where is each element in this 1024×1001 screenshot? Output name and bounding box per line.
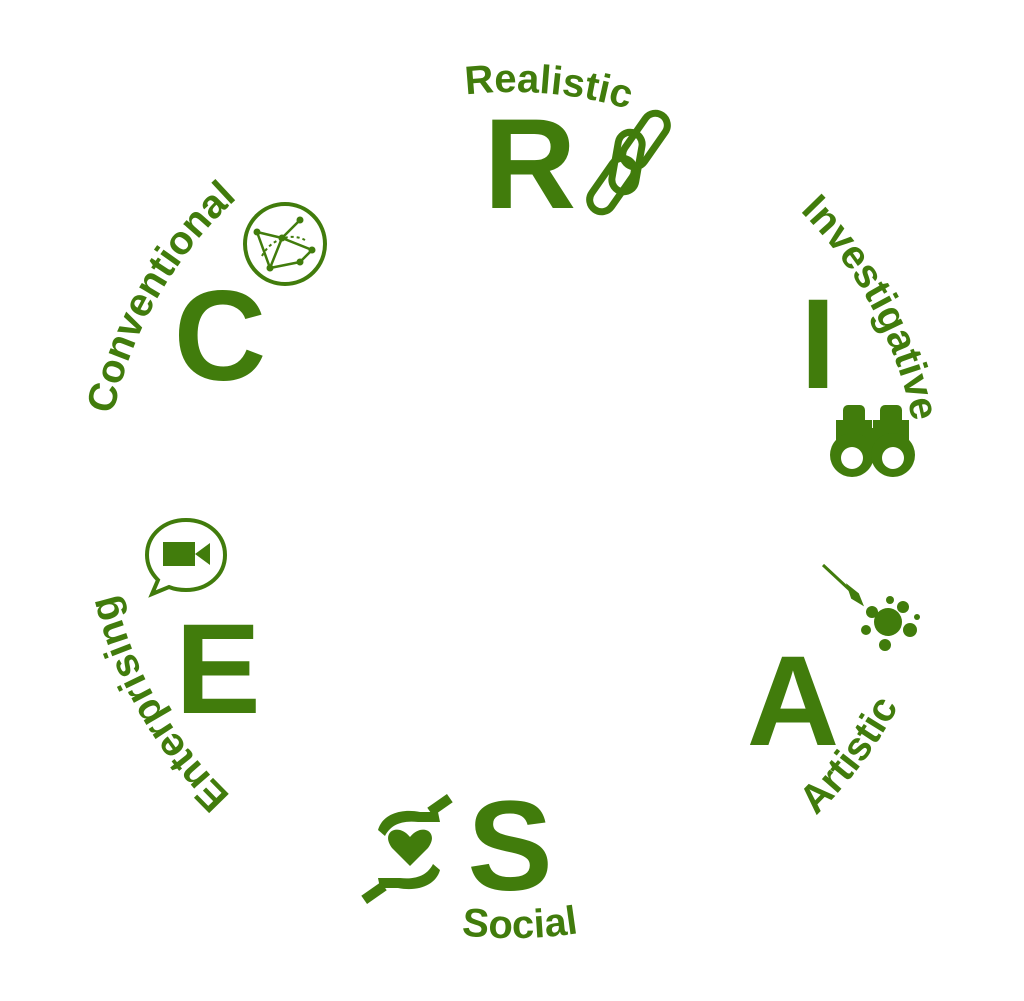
chain-link-icon: [586, 109, 671, 216]
letter-r: R: [484, 93, 576, 236]
video-chat-icon: [144, 517, 228, 598]
hands-heart-icon: [361, 794, 453, 904]
letter-e: E: [175, 598, 260, 741]
letter-c: C: [174, 265, 266, 408]
letter-s: S: [467, 775, 552, 918]
binoculars-icon: [830, 405, 915, 477]
paintbrush-splash-icon: [821, 563, 920, 651]
letter-i: I: [800, 273, 836, 416]
network-globe-icon: [243, 202, 327, 286]
label-social: Social: [461, 898, 580, 947]
letter-a: A: [747, 630, 839, 773]
